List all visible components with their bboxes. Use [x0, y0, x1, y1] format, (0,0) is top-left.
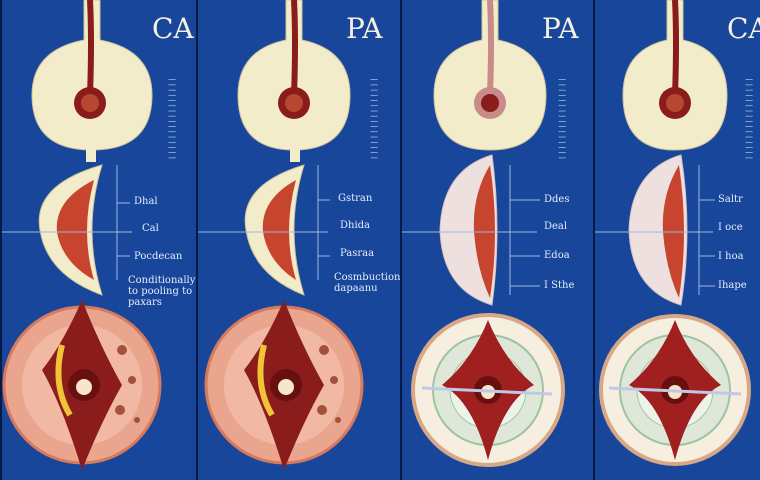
label-3: Pocdecan [134, 251, 183, 262]
label-4: I Sthe [544, 280, 575, 291]
panel-pa-left: PA |||||||||||||||| Gstran Dhida Pasraa … [196, 0, 400, 480]
panel-title: CA [152, 12, 194, 45]
panel-title: PA [346, 12, 383, 45]
panel-title: CA [727, 12, 760, 45]
vertical-caption: |||||||||||||||| [168, 76, 176, 160]
label-1: Dhal [134, 196, 158, 207]
label-2: Deal [544, 221, 568, 232]
label-3: I hoa [718, 251, 744, 262]
panel-ca-left: CA |||||||||||||||| Dhal Cal Pocdecan Co… [0, 0, 196, 480]
panel-pa-left-illustration [198, 0, 364, 470]
vertical-caption: |||||||||||||||| [370, 76, 378, 160]
panel-ca-right: CA |||||||||||||||| Saltr I oce I hoa Ih… [593, 0, 760, 480]
label-2: Cal [142, 223, 159, 234]
panel-pa-right-illustration [402, 0, 565, 467]
label-4: Cosmbuction dapaanu [334, 272, 400, 294]
label-3: Pasraa [340, 248, 375, 259]
panel-pa-right: PA |||||||||||||||| Ddes Deal Edoa I Sth… [400, 0, 593, 480]
label-3: Edoa [544, 250, 570, 261]
panel-title: PA [542, 12, 579, 45]
label-1: Ddes [544, 194, 570, 205]
vertical-caption: |||||||||||||||| [558, 76, 566, 160]
label-4: Conditionally to pooling to paxars [128, 275, 196, 308]
label-1: Saltr [718, 194, 743, 205]
label-2: Dhida [340, 220, 371, 231]
label-1: Gstran [338, 193, 373, 204]
panel-ca-right-illustration [595, 0, 751, 466]
label-4: Ihape [718, 280, 747, 291]
vertical-caption: |||||||||||||||| [745, 76, 753, 160]
panel-ca-left-illustration [2, 0, 162, 470]
label-2: I oce [718, 222, 743, 233]
